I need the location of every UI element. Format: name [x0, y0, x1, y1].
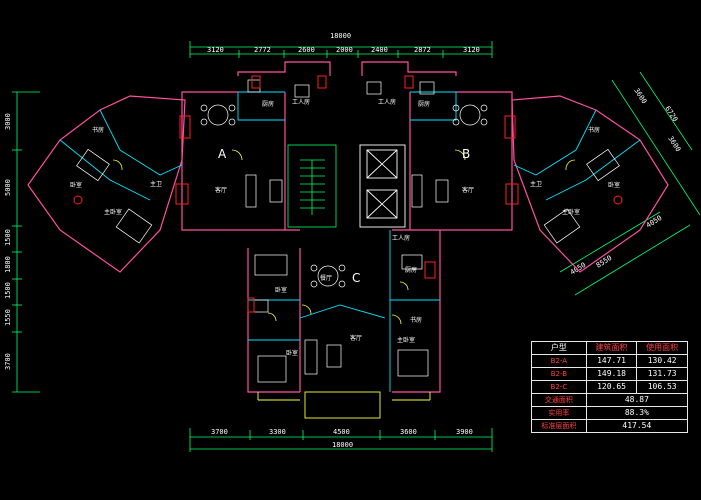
top-dim-6: 2872 — [414, 46, 431, 54]
summary-row: 交通面积 48.87 — [531, 393, 689, 407]
usable-area-value: 106.53 — [636, 380, 688, 394]
right-dimension-lines — [559, 71, 701, 296]
room-label-kitchen-a: 厨房 — [262, 100, 274, 108]
left-dim-7: 3700 — [4, 353, 12, 370]
usable-area-value: 130.42 — [636, 354, 688, 368]
room-label-study-c: 书房 — [410, 316, 422, 324]
gross-area-value: 149.18 — [585, 367, 638, 381]
gross-area-value: 147.71 — [585, 354, 638, 368]
room-label-living-a: 客厅 — [215, 186, 227, 194]
top-dim-2: 2772 — [254, 46, 271, 54]
bottom-dim-3: 4500 — [333, 428, 350, 436]
table-row: B2-C 120.65 106.53 — [531, 380, 688, 394]
right-dim-6: 8550 — [595, 254, 614, 270]
doors — [112, 149, 576, 325]
room-label-dining-c: 餐厅 — [320, 274, 332, 282]
top-dimension-lines — [189, 41, 493, 58]
room-label-study-b: 书房 — [588, 126, 600, 134]
summary-label: 实用率 — [531, 406, 587, 420]
bottom-dim-4: 3600 — [400, 428, 417, 436]
room-label-kitchen-c: 厨房 — [405, 266, 417, 274]
furniture — [76, 79, 620, 383]
summary-value: 48.87 — [585, 393, 689, 407]
summary-row: 标准层面积 417.54 — [531, 419, 689, 433]
room-label-bath-b: 主卫 — [530, 180, 542, 188]
room-label-study-a: 书房 — [92, 126, 104, 134]
elevator-core — [359, 144, 406, 228]
room-label-living-c: 客厅 — [350, 334, 362, 342]
top-dim-4: 2000 — [336, 46, 353, 54]
room-label-living-b: 客厅 — [462, 186, 474, 194]
right-dim-1: 3600 — [632, 87, 648, 105]
summary-row: 实用率 88.3% — [531, 406, 689, 420]
row-label: B2-B — [531, 367, 587, 381]
right-dim-2: 6720 — [663, 105, 679, 123]
left-dim-1: 3000 — [4, 113, 12, 130]
top-dim-7: 3120 — [463, 46, 480, 54]
room-label-kitchen-b: 厨房 — [418, 100, 430, 108]
bottom-dim-2: 3300 — [269, 428, 286, 436]
summary-label: 交通面积 — [531, 393, 587, 407]
left-dimension-lines — [12, 91, 40, 393]
left-dim-2: 5000 — [4, 179, 12, 196]
bottom-dim-1: 3700 — [211, 428, 228, 436]
gross-area-value: 120.65 — [585, 380, 638, 394]
unit-a-label: A — [218, 147, 227, 161]
room-label-master-c: 主卧室 — [397, 336, 415, 344]
left-dim-4: 1800 — [4, 256, 12, 273]
room-label-master-b: 主卧室 — [562, 208, 580, 216]
summary-label: 标准层面积 — [531, 419, 587, 433]
summary-value: 88.3% — [585, 406, 689, 420]
room-label-bed-top-c: 卧室 — [275, 286, 287, 294]
table-header-row: 户型 建筑面积 使用面积 — [531, 341, 688, 355]
header-gross-area: 建筑面积 — [585, 341, 638, 355]
room-label-bed-left-c: 卧室 — [286, 349, 298, 357]
top-dim-5: 2400 — [371, 46, 388, 54]
header-unit-type: 户型 — [531, 341, 587, 355]
room-label-bath-a: 主卫 — [150, 180, 162, 188]
room-label-maid-c: 工人房 — [392, 234, 410, 242]
fixtures-red — [73, 75, 623, 313]
room-label-maid-a: 工人房 — [292, 98, 310, 106]
left-dim-3: 1500 — [4, 229, 12, 246]
row-label: B2-A — [531, 354, 587, 368]
room-label-bedroom-b: 卧室 — [608, 181, 620, 189]
stair-core — [287, 144, 337, 228]
balconies — [257, 391, 431, 419]
top-dim-1: 3120 — [207, 46, 224, 54]
area-schedule-table: 户型 建筑面积 使用面积 B2-A 147.71 130.42 B2-B 149… — [531, 341, 689, 433]
top-dim-3: 2600 — [298, 46, 315, 54]
table-row: B2-B 149.18 131.73 — [531, 367, 688, 381]
right-dim-3: 3600 — [666, 135, 682, 153]
room-label-bedroom-a: 卧室 — [70, 181, 82, 189]
unit-c-label: C — [352, 271, 360, 285]
partitions — [59, 91, 641, 392]
bottom-dimension-lines — [189, 428, 493, 452]
header-usable-area: 使用面积 — [636, 341, 688, 355]
usable-area-value: 131.73 — [636, 367, 688, 381]
unit-b-label: B — [462, 147, 470, 161]
bottom-dim-5: 3900 — [456, 428, 473, 436]
summary-value: 417.54 — [585, 419, 689, 433]
room-label-maid-b: 工人房 — [378, 98, 396, 106]
room-label-master-a: 主卧室 — [104, 208, 122, 216]
right-dim-4: 4050 — [645, 214, 664, 230]
row-label: B2-C — [531, 380, 587, 394]
walls — [27, 61, 669, 393]
bottom-total-dim: 18000 — [332, 441, 353, 449]
table-row: B2-A 147.71 130.42 — [531, 354, 688, 368]
left-dim-6: 1550 — [4, 309, 12, 326]
top-total-dim: 18000 — [330, 32, 351, 40]
left-dim-5: 1500 — [4, 282, 12, 299]
